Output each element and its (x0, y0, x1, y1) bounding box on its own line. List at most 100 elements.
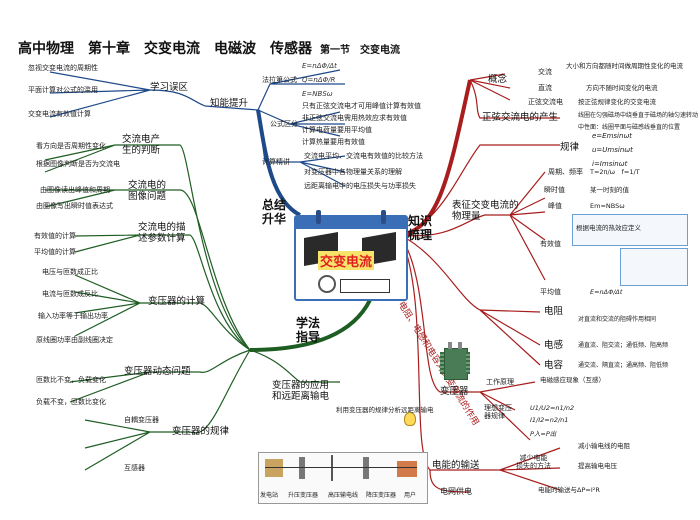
quantity-item: 瞬时值 (544, 186, 565, 194)
type-item: 互感器 (124, 464, 145, 472)
graph-node: 交流电的 图像问题 (128, 180, 166, 202)
rlc-desc: 通直流、阻交流；通低频、阻高频 (578, 342, 669, 349)
loss-node: 减少电能 损失的方法 (516, 454, 551, 470)
transformer-node: 变压器 (440, 386, 469, 397)
flow-label: 电能的输送与ΔP=I²R (538, 486, 600, 494)
transformer-icon (440, 342, 470, 380)
title-section: 第一节 交变电流 (320, 45, 400, 56)
judge-label-1: 交流电产 (122, 134, 161, 145)
rlc-inductor: 电感 (544, 340, 564, 351)
loss-desc: 减小输电线的电阻 (578, 442, 630, 450)
summary-branch: 总结 升华 (262, 198, 286, 226)
transformer-desc: 电磁感应现象（互感） (540, 376, 605, 384)
formula-node: 法拉第公式 (262, 76, 297, 84)
app-node: 变压器的应用 和远距离输电 (272, 380, 329, 402)
power-item: 电压与匝数成正比 (42, 268, 98, 276)
distinguish-node: 公式区分 (270, 120, 298, 128)
grid-step: 高压输电线 (328, 492, 359, 499)
concept-item: 直流 (538, 84, 552, 92)
quantity-desc: Em=NBSω (590, 202, 625, 210)
page-title: 高中物理 第十章 交变电流 电磁波 传感器第一节 交变电流 (18, 38, 400, 58)
distinguish-item: 非正弦交流电需用热效应求有效值 (302, 114, 407, 122)
calendar-ring-right (381, 210, 386, 224)
improve-node: 知能提升 (210, 98, 249, 109)
method-branch: 学法 指导 (296, 316, 320, 344)
calendar-icon (296, 217, 406, 229)
grid-step: 用户 (404, 492, 417, 499)
concept-node: 概念 (488, 74, 508, 85)
misconception-item: 交变电流有效值计算 (28, 110, 91, 118)
knowledge-label-2: 梳理 (408, 228, 433, 242)
grid-label: 电网供电 (440, 487, 472, 496)
concept-desc: 按正弦规律变化的交变电流 (578, 98, 656, 106)
distinguish-item: 只有正弦交流电才可用峰值计算有效值 (302, 102, 421, 110)
method-label-1: 学法 (296, 316, 321, 330)
pitfall-item: 对变压器中各物理量关系的理解 (304, 168, 402, 176)
pitfall-item: 远距离输电中的电压损失与功率损失 (304, 182, 416, 190)
concept-desc: 大小和方向都随时间做周期性变化的电流 (566, 62, 683, 70)
summary-label-2: 升华 (262, 212, 287, 226)
generation-item: 线圈在匀强磁场中绕垂直于磁场的轴匀速转动 (578, 112, 699, 119)
rlc-resistor: 电阻 (544, 306, 564, 317)
transformer-desc: P入=P出 (530, 430, 557, 438)
summary-label-1: 总结 (262, 198, 287, 212)
distinguish-item: 计算电荷量要用平均值 (302, 126, 372, 134)
law-item: e=Emsinωt (592, 132, 633, 140)
transformer-item: 工作原理 (486, 378, 514, 386)
bulb-icon (404, 412, 416, 426)
app-note: 利用变压器的规律分析远距离输电 (336, 406, 434, 414)
concept-item: 交流 (538, 68, 552, 76)
graph-item: 由图像写出瞬时值表达式 (36, 202, 113, 210)
quantities-node: 表征交变电流的物理量 (452, 200, 519, 222)
calendar-ring-left (316, 210, 321, 224)
knowledge-label-1: 知识 (408, 214, 433, 228)
law-item: u=Umsinωt (592, 146, 633, 154)
judge-node: 交流电产 生的判断 (122, 134, 160, 156)
center-label: 交变电流 (318, 251, 375, 270)
title-main: 高中物理 第十章 交变电流 电磁波 传感器 (18, 41, 312, 57)
type-item: 自耦变压器 (124, 416, 159, 424)
grid-step: 降压变压器 (366, 492, 397, 499)
law-node: 规律 (560, 142, 580, 153)
quantity-desc: 某一时刻的值 (590, 186, 629, 194)
power-item: 原线圈功率由副线圈决定 (36, 336, 113, 344)
rlc-capacitor: 电容 (544, 360, 564, 371)
method-label-2: 指导 (296, 330, 321, 344)
coil-icon (318, 275, 336, 293)
calc-item: 有效值的计算 (34, 232, 76, 240)
transmission-node: 电能的输送 (432, 460, 480, 471)
calc-node: 交流电的描 述参数计算 (138, 222, 186, 244)
power-item: 电流与匝数成反比 (42, 290, 98, 298)
transformer-item: 理想变压器规律 (484, 404, 512, 420)
calc-label-2: 述参数计算 (138, 233, 186, 244)
effective-value-box (572, 214, 688, 246)
graph-label-1: 交流电的 (128, 180, 167, 191)
judge-item: 根据图像判断是否为交流电 (36, 160, 120, 168)
distinguish-item: 计算热量要用有效值 (302, 138, 365, 146)
power-item: 输入功率等于输出功率 (38, 312, 108, 320)
quantity-item: 有效值 (540, 240, 561, 248)
misconception-item: 平面计算对公式的滥用 (28, 86, 98, 94)
circuit-icon (340, 279, 390, 293)
concept-item: 正弦交流电 (528, 98, 563, 106)
quantity-desc: T=2π/ω f=1/T (590, 168, 640, 176)
pitfall-item: 交流电平均、交流电有效值的比较方法 (304, 152, 423, 160)
power-node: 变压器的计算 (148, 296, 206, 307)
knowledge-branch: 知识 梳理 (408, 214, 432, 242)
app-label-1: 变压器的应用 (272, 380, 330, 391)
calc-item: 平均值的计算 (34, 248, 76, 256)
dynamic-item: 负载不变，匝数比变化 (36, 398, 106, 406)
type-node: 变压器的规律 (172, 426, 230, 437)
power-grid-icon (258, 452, 428, 504)
rlc-desc: 通交流、隔直流；通高频、阻低频 (578, 362, 669, 369)
grid-step: 升压变压器 (288, 492, 319, 499)
grid-step: 发电站 (260, 492, 279, 499)
formula-box (620, 248, 688, 286)
dynamic-item: 匝数比不变，负载变化 (36, 376, 106, 384)
graph-label-2: 图像问题 (128, 191, 167, 202)
quantity-item: 峰值 (548, 202, 562, 210)
center-node: 交变电流 (294, 210, 408, 301)
calc-label-1: 交流电的描 (138, 222, 186, 233)
